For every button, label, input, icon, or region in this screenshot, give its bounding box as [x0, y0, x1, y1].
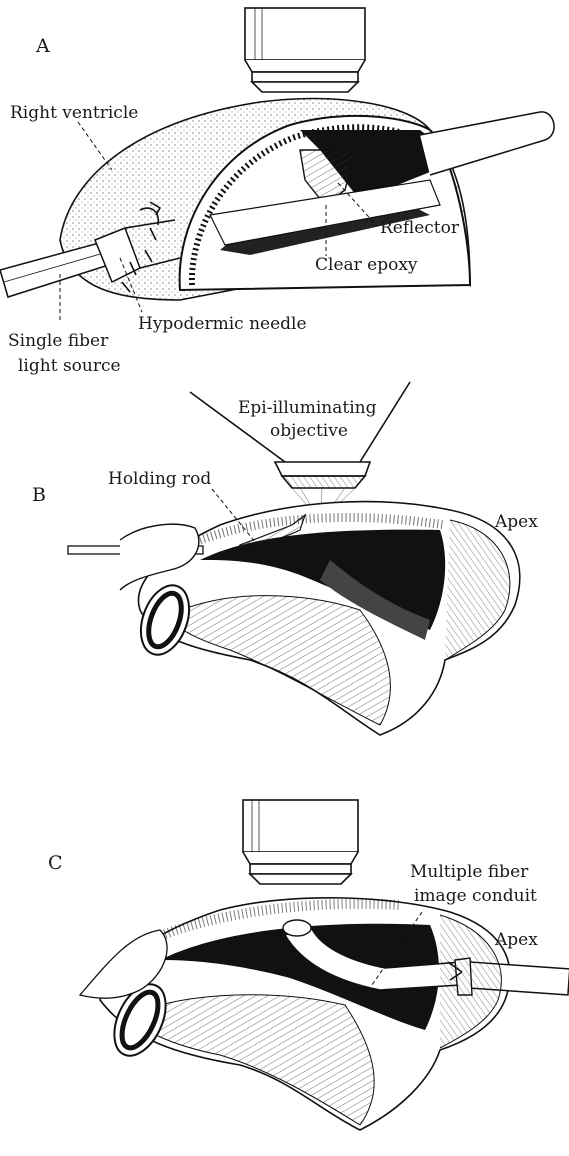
label-right-ventricle: Right ventricle [10, 103, 138, 123]
label-single-fiber-line2: light source [18, 356, 121, 376]
panel-letter-b: B [32, 485, 46, 505]
label-epi-line1: Epi-illuminating [238, 398, 376, 418]
panel-letter-c: C [48, 853, 63, 873]
objective-a [245, 8, 365, 92]
label-apex-c: Apex [495, 930, 538, 950]
label-apex-b: Apex [495, 512, 538, 532]
label-multiple-fiber-line2: image conduit [414, 886, 537, 906]
panel-c-drawing [80, 800, 569, 1130]
label-holding-rod: Holding rod [108, 469, 211, 489]
label-reflector: Reflector [380, 218, 459, 238]
label-multiple-fiber-line1: Multiple fiber [410, 862, 528, 882]
panel-a-drawing [0, 8, 554, 322]
label-epi-line2: objective [270, 421, 348, 441]
label-hypodermic-needle: Hypodermic needle [138, 314, 307, 334]
label-clear-epoxy: Clear epoxy [315, 255, 418, 275]
objective-c [243, 800, 358, 884]
panel-letter-a: A [36, 36, 50, 56]
label-single-fiber-line1: Single fiber [8, 331, 108, 351]
